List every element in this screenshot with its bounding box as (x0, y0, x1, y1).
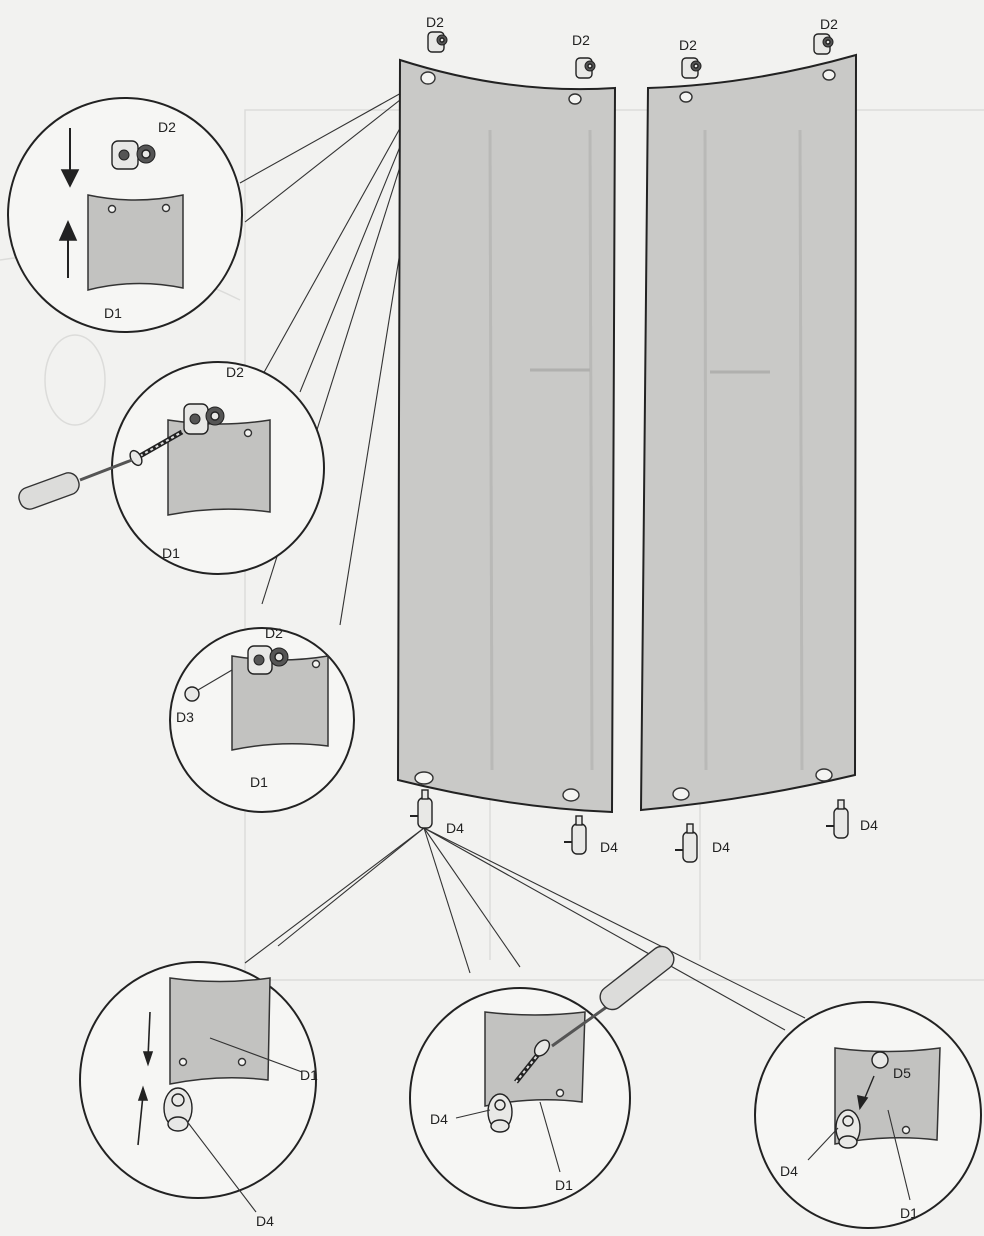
label-d4: D4 (860, 817, 878, 833)
panel-hole (414, 771, 434, 785)
down-arrow-icon (142, 1011, 154, 1067)
up-arrow-icon (137, 1085, 149, 1146)
cover-cap-icon (184, 686, 200, 702)
label-d1: D1 (250, 774, 268, 790)
label-d1: D1 (555, 1177, 573, 1193)
detail-circle-hinge-fit: D1 D4 (79, 961, 318, 1229)
clamp-bracket-icon (111, 140, 156, 170)
detail-circle-clamp-fit: D2 D1 (7, 97, 243, 333)
hinge-bracket-icon (835, 1109, 861, 1149)
detail-circle-cap-fit: D2 D3 D1 (169, 625, 355, 813)
down-arrow-icon (857, 1075, 875, 1111)
panel-hole (822, 69, 836, 81)
clamp-bracket-icon (575, 57, 596, 79)
clamp-bracket-icon (183, 403, 225, 435)
clamp-bracket-icon (247, 645, 289, 675)
label-d4: D4 (600, 839, 618, 855)
label-d4: D4 (446, 820, 464, 836)
label-d3: D3 (176, 709, 194, 725)
screwdriver-icon (18, 458, 133, 510)
detail-circle-hinge-cap: D5 D4 D1 (754, 1001, 982, 1229)
screw-icon (514, 1039, 551, 1084)
panel-hole (568, 93, 582, 105)
label-d5: D5 (893, 1065, 911, 1081)
hinge-bracket-icon (163, 1087, 193, 1132)
label-d4: D4 (256, 1213, 274, 1229)
cover-cap-icon (871, 1051, 889, 1069)
label-d1: D1 (162, 545, 180, 561)
panel-hole (679, 91, 693, 103)
label-d1: D1 (900, 1205, 918, 1221)
label-d1: D1 (104, 305, 122, 321)
detail-circle-hinge-screw: D4 D1 (409, 945, 675, 1209)
hinge-bracket-icon (564, 815, 587, 855)
hinge-bracket-icon (487, 1093, 513, 1133)
label-d2: D2 (572, 32, 590, 48)
label-d4: D4 (712, 839, 730, 855)
label-d2: D2 (426, 14, 444, 30)
label-d2: D2 (265, 625, 283, 641)
label-d4: D4 (430, 1111, 448, 1127)
label-d2: D2 (679, 37, 697, 53)
label-d2: D2 (158, 119, 176, 135)
detail-circle-screw-fix: D2 D1 (18, 361, 325, 575)
panel-hole (672, 787, 690, 801)
glass-panel-left (396, 58, 617, 814)
hinge-bracket-icon (410, 789, 433, 829)
label-d4: D4 (780, 1163, 798, 1179)
label-d2: D2 (226, 364, 244, 380)
hinge-bracket-icon (826, 799, 849, 839)
up-arrow-icon (58, 220, 78, 278)
clamp-bracket-icon (681, 57, 702, 79)
panel-hole (562, 788, 580, 802)
panel-hole (420, 71, 436, 85)
label-d1: D1 (300, 1067, 318, 1083)
clamp-bracket-icon (427, 31, 448, 53)
clamp-bracket-icon (813, 33, 834, 55)
label-d2: D2 (820, 16, 838, 32)
hinge-bracket-icon (675, 823, 698, 863)
screw-icon (129, 429, 184, 467)
screwdriver-icon (551, 945, 675, 1048)
panel-hole (815, 768, 833, 782)
glass-panel-right (639, 53, 858, 812)
down-arrow-icon (60, 128, 80, 188)
